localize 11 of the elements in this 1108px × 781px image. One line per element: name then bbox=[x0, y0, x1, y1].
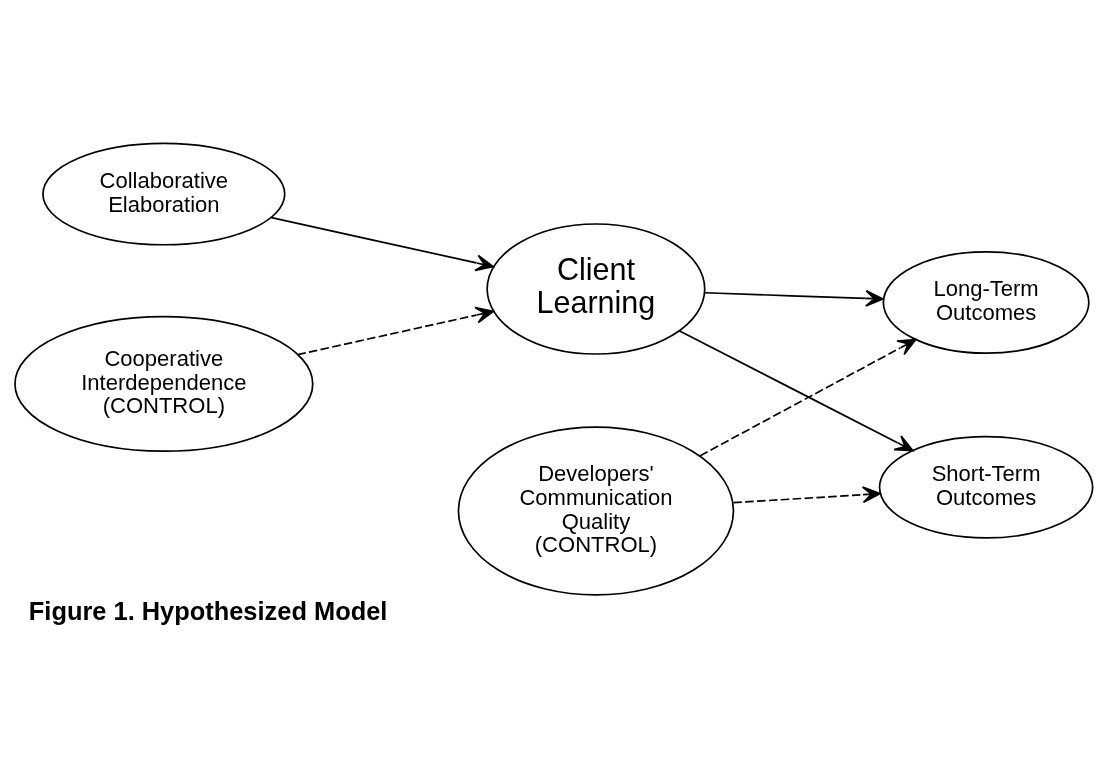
arrow bbox=[296, 306, 495, 356]
node-ellipse: Client Learning bbox=[486, 223, 706, 355]
caption: Figure 1. Hypothesized Model bbox=[28, 597, 388, 626]
node-ellipse: Cooperative Interdependence (CONTROL) bbox=[14, 315, 314, 452]
arrow bbox=[732, 486, 881, 504]
node-ellipse: Developers' Communication Quality (CONTROL) bbox=[457, 426, 735, 596]
node-ellipse: Collaborative Elaboration bbox=[42, 142, 286, 246]
arrow bbox=[704, 289, 884, 307]
arrow bbox=[678, 329, 914, 452]
arrow bbox=[699, 338, 917, 457]
arrow bbox=[270, 216, 495, 272]
